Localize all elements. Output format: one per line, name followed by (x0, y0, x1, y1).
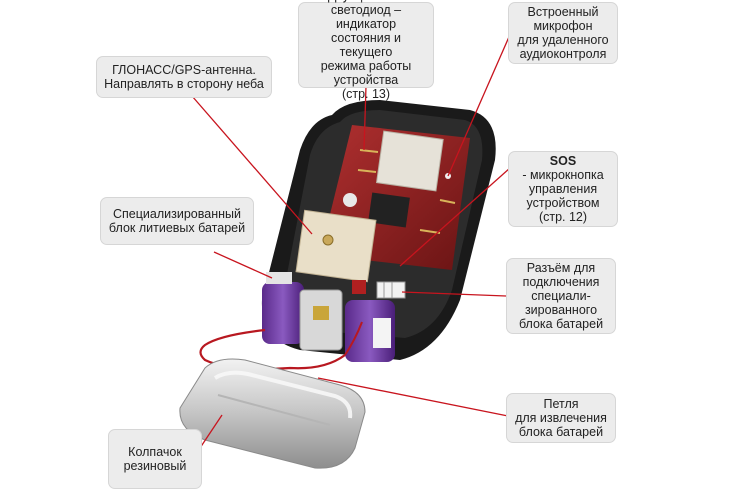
callout-extraction-loop: Петля для извлечения блока батарей (506, 393, 616, 443)
leader-antenna (191, 95, 313, 235)
leader-mic (447, 29, 513, 177)
callout-battery-block-text: Специализированный блок литиевых батарей (108, 207, 246, 235)
gps-antenna (295, 209, 377, 283)
leader-cap (199, 414, 223, 449)
callout-status-led-text: Двухцветный светодиод –индикатор состоян… (320, 0, 412, 101)
leader-battery-block (213, 251, 273, 279)
callout-rubber-cap: Колпачок резиновый (108, 429, 202, 489)
extraction-loop (199, 321, 363, 371)
callout-sos-title: SOS (549, 154, 577, 168)
leader-connector (401, 291, 507, 297)
callout-microphone: Встроенный микрофон для удаленного аудио… (508, 2, 618, 64)
callout-gps-antenna: ГЛОНАСС/GPS-антенна. Направлять в сторон… (96, 56, 272, 98)
leader-sos (399, 167, 511, 267)
callout-rubber-cap-text: Колпачок резиновый (123, 445, 187, 473)
rubber-cap (179, 358, 366, 469)
leader-loop (317, 377, 509, 417)
callout-sos-button: SOS - микрокнопка управления устройством… (508, 151, 618, 227)
battery-connector (352, 280, 406, 299)
callout-extraction-loop-text: Петля для извлечения блока батарей (515, 397, 607, 439)
leader-lines (191, 29, 513, 449)
callout-sos-body: - микрокнопка управления устройством (ст… (522, 168, 604, 224)
callout-microphone-text: Встроенный микрофон для удаленного аудио… (517, 5, 609, 61)
callout-battery-block: Специализированный блок литиевых батарей (100, 197, 254, 245)
callout-gps-antenna-text: ГЛОНАСС/GPS-антенна. Направлять в сторон… (104, 63, 264, 91)
callout-battery-connector: Разъём для подключения специали- зирован… (506, 258, 616, 334)
battery-pack (262, 272, 395, 362)
leader-led (363, 85, 367, 151)
callout-battery-connector-text: Разъём для подключения специали- зирован… (518, 261, 604, 331)
callout-status-led: Двухцветный светодиод –индикатор состоян… (298, 0, 434, 101)
